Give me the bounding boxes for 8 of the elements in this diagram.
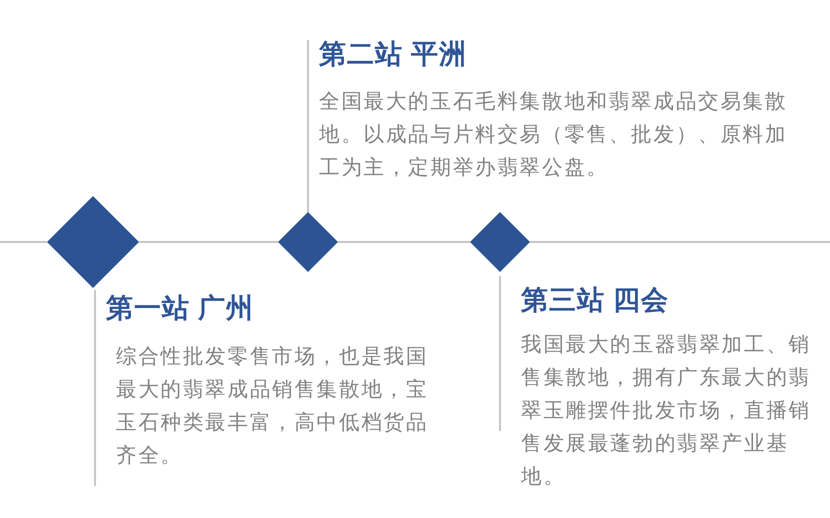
station-heading: 第二站 平洲 xyxy=(319,38,467,71)
station-heading: 第三站 四会 xyxy=(521,284,669,317)
station-heading: 第一站 广州 xyxy=(106,292,254,325)
station-description: 我国最大的玉器翡翠加工、销售集散地，拥有广东最大的翡翠玉雕摆件批发市场，直播销售发展最蓬勃的翡翠产业基地。 xyxy=(521,332,812,490)
timeline-line xyxy=(139,241,278,243)
timeline-line xyxy=(338,241,470,243)
station-description: 综合性批发零售市场，也是我国最大的翡翠成品销售集散地，宝玉石种类最丰富，高中低档货品齐全。 xyxy=(116,344,430,469)
station-description: 全国最大的玉石毛料集散地和翡翠成品交易集散地。以成品与片料交易（零售、批发）、原料加工为主，定期举办翡翠公盘。 xyxy=(319,89,788,181)
